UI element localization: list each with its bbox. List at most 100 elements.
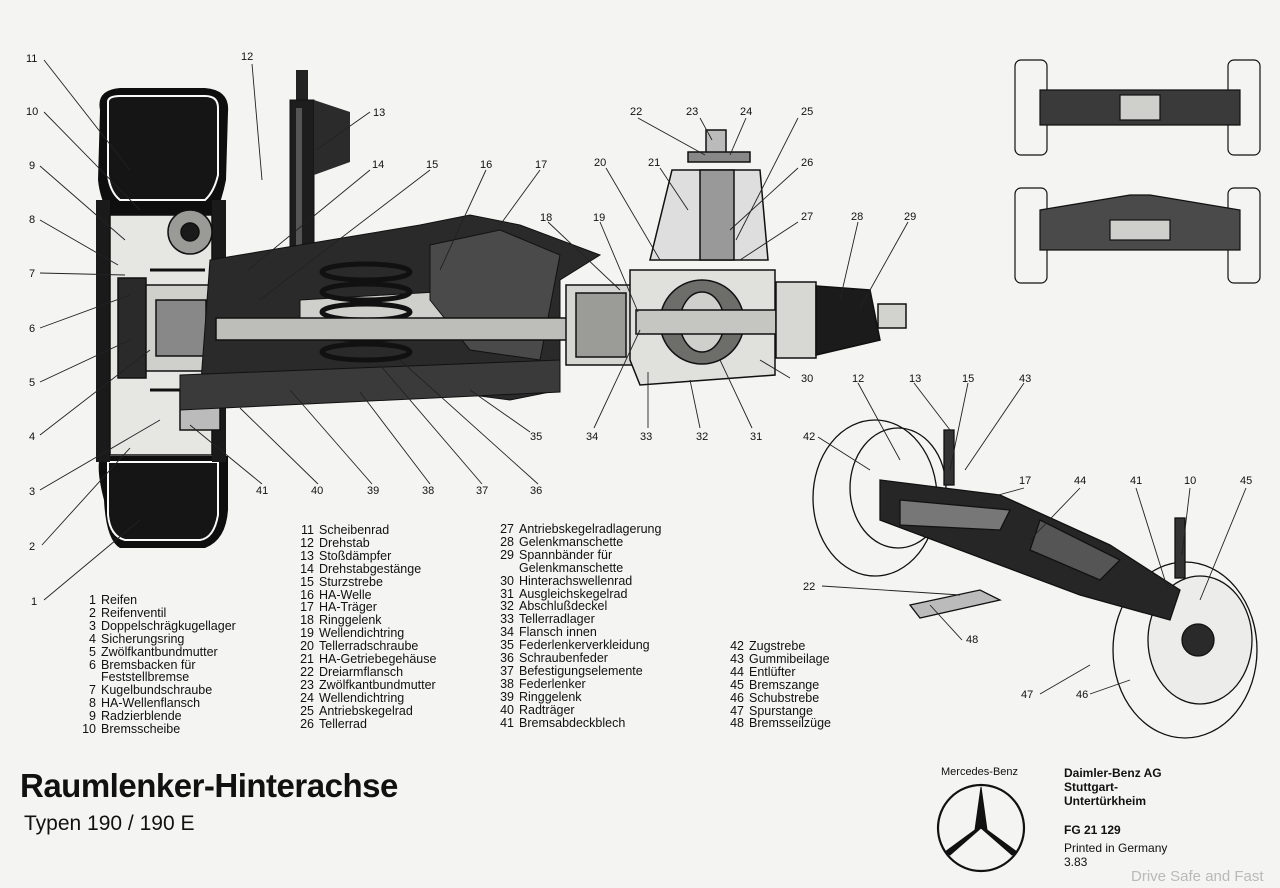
legend-number: 45 — [730, 677, 744, 692]
legend-number: 47 — [730, 703, 744, 718]
company-block: Daimler-Benz AG Stuttgart- Untertürkheim — [1064, 766, 1162, 808]
callout: 19 — [593, 212, 605, 224]
legend-text: Kugelbundschraube — [101, 683, 213, 698]
callout: 30 — [801, 373, 813, 385]
legend-text: Radzierblende — [101, 709, 182, 724]
legend-text: HA-Getriebegehäuse — [319, 652, 437, 667]
legend-item: 45 Bremszange — [726, 677, 831, 692]
callout: 4 — [29, 431, 35, 443]
perspective-leader-lines — [817, 382, 1247, 695]
callout: 5 — [29, 377, 35, 389]
legend-number: 32 — [500, 599, 514, 614]
legend-text: Radträger — [519, 702, 575, 717]
legend-number: 44 — [730, 664, 744, 679]
fg-number: FG 21 129 — [1064, 823, 1121, 837]
callout: 2 — [29, 541, 35, 553]
legend-number: 15 — [300, 574, 314, 589]
callout: 6 — [29, 323, 35, 335]
legend-number: 36 — [500, 651, 514, 666]
callout: 22 — [630, 106, 642, 118]
legend-number: 35 — [500, 638, 514, 653]
legend-number: 12 — [300, 535, 314, 550]
legend-item: 13 Stoßdämpfer — [296, 548, 436, 563]
callout: 23 — [686, 106, 698, 118]
top-view-front — [1014, 187, 1261, 284]
legend-number: 24 — [300, 690, 314, 705]
callout: 36 — [530, 485, 542, 497]
callout: 24 — [740, 106, 752, 118]
legend-text: Ringgelenk — [319, 613, 382, 628]
legend-text: Zwölfkantbundmutter — [101, 644, 218, 659]
callout: 39 — [367, 485, 379, 497]
legend-text: Flansch innen — [519, 625, 597, 640]
legend-text: HA-Träger — [319, 600, 377, 615]
legend-number: 29 — [500, 547, 514, 562]
legend-text: Dreiarmflansch — [319, 664, 404, 679]
page-subtitle: Typen 190 / 190 E — [24, 812, 195, 835]
drive-shaft — [215, 284, 637, 366]
callout: 12 — [241, 51, 253, 63]
company-line: Untertürkheim — [1064, 794, 1147, 808]
legend-number: 38 — [500, 676, 514, 691]
legend-number: 13 — [300, 548, 314, 563]
perspective-axle — [812, 419, 1258, 739]
mercedes-star-logo — [936, 783, 1026, 873]
callout: 21 — [648, 157, 660, 169]
legend-number: 1 — [89, 593, 96, 607]
legend-text: Wellendichtring — [319, 626, 405, 641]
legend-number: 40 — [500, 702, 514, 717]
legend-text: HA-Wellenflansch — [101, 696, 201, 711]
differential-housing — [629, 129, 907, 386]
callout: 40 — [311, 485, 323, 497]
callout: 29 — [904, 211, 916, 223]
callout: 25 — [801, 106, 813, 118]
legend-text: Scheibenrad — [319, 523, 390, 537]
page-title: Raumlenker-Hinterachse — [20, 767, 398, 804]
callout: 3 — [29, 486, 35, 498]
callout: 33 — [640, 431, 652, 443]
callout: 17 — [1019, 475, 1031, 487]
callout: 37 — [476, 485, 488, 497]
callout: 15 — [962, 373, 974, 385]
legend-text: Spurstange — [749, 703, 813, 718]
legend-text: Bremszange — [749, 677, 820, 692]
callout: 20 — [594, 157, 606, 169]
legend-text: Stoßdämpfer — [319, 548, 392, 563]
print-line: Printed in Germany — [1064, 841, 1168, 855]
legend-text: Bremsabdeckblech — [519, 715, 626, 730]
legend-text: Tellerradschraube — [319, 639, 419, 654]
legend-number: 27 — [500, 522, 514, 536]
callout: 47 — [1021, 689, 1033, 701]
legend-text: Abschlußdeckel — [519, 599, 608, 614]
callout: 13 — [373, 107, 385, 119]
legend-number: 28 — [500, 534, 514, 549]
callout: 41 — [1130, 475, 1142, 487]
legend-number: 4 — [89, 631, 96, 646]
callout: 48 — [966, 634, 978, 646]
legend-number: 41 — [500, 715, 514, 730]
callout: 42 — [803, 431, 815, 443]
